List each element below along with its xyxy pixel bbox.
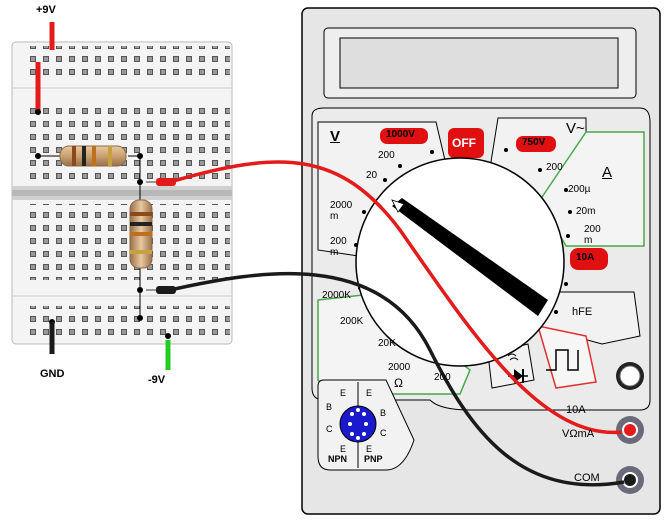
breadboard [11,41,233,345]
plus9v-wire[interactable] [35,22,55,115]
npn-label: NPN [328,454,348,464]
socket-pin-c1: C [326,424,333,434]
plus9v-label: +9V [36,4,56,16]
continuity-segment [536,325,597,389]
ohm-range-20k: 20K [378,338,396,349]
socket-pin-e1: E [340,388,347,398]
acv-750-badge [516,136,556,152]
top-power-rail[interactable] [30,46,230,78]
black-plug [624,474,636,486]
dcv-symbol: V [330,128,341,145]
red-plug [624,424,636,436]
jack-v-ohm-ma-label: VΩmA [562,428,595,440]
dca-range-200u: 200µ [568,184,591,195]
socket-pin-e3: E [340,444,347,454]
jack-10a-label: 10A [566,404,586,416]
dca-symbol: A [602,164,613,181]
gnd-wire[interactable] [49,319,55,354]
black-probe-tip[interactable] [146,286,176,294]
off-text: OFF [452,136,476,150]
dcv-range-200: 200 [378,150,395,161]
socket-pin-e4: E [366,444,373,454]
acv-range-200: 200 [546,162,563,173]
ohm-range-2000k: 2000K [322,290,351,301]
dcv-range-200m: 200 m [330,236,347,258]
black-probe-wire[interactable] [169,271,625,487]
acv-symbol: V~ [566,120,585,137]
dcv-1000-badge [380,128,428,144]
ohm-range-200: 200 [434,372,451,383]
ten-amp-badge [570,248,608,270]
ten-amp-badge-text: 10A [576,252,595,263]
dca-range-200m: 200 m [584,224,601,246]
pnp-label: PNP [364,454,383,464]
ohm-symbol: Ω [394,376,403,390]
hfe-label: hFE [572,306,593,318]
top-terminal-strip[interactable] [30,106,230,182]
multimeter [301,7,661,515]
jack-com-label: COM [574,472,600,484]
socket-pin-b2: B [380,408,387,418]
socket-pin-c2: C [380,428,387,438]
dcv-range-20: 20 [366,170,378,181]
jack-10a[interactable] [616,362,644,390]
gnd-label: GND [40,368,65,380]
square-wave-icon [546,349,579,371]
off-badge [448,128,484,158]
dcv-badge-text: 1000V [386,129,415,140]
socket-pin-e2: E [366,388,373,398]
rotary-dial[interactable] [355,157,565,367]
dca-segment [539,131,645,247]
dial-pointer [392,198,548,316]
ohm-range-2000: 2000 [388,362,411,373]
red-probe-wire[interactable] [169,160,623,435]
minus9v-wire[interactable] [165,333,171,370]
bottom-power-rail[interactable] [30,306,230,338]
resistor-r1[interactable] [59,145,127,167]
acv-badge-text: 750V [522,137,546,148]
transistor-socket-disc [339,405,377,443]
red-probe-tip[interactable] [146,178,176,186]
lcd-display [339,37,619,89]
dca-range-20m: 20m [576,206,596,217]
dcv-range-2000m: 2000 m [330,200,353,222]
resistor-r2[interactable] [129,199,153,269]
ohm-range-200k: 200K [340,316,364,327]
socket-pin-b1: B [326,402,333,412]
jumper-dots [35,153,143,321]
minus9v-label: -9V [148,374,166,386]
